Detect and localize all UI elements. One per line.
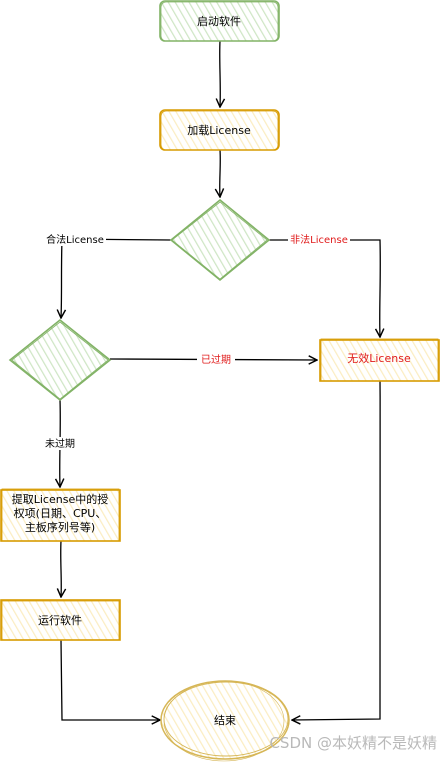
node-extract-line3: 主板序列号等) [25,520,95,534]
decision-expiry [8,318,112,402]
node-invalid-license-label: 无效License [347,351,411,365]
label-not-expired: 未过期 [45,437,75,450]
edge-run-to-end [60,639,160,720]
edge-extract-to-run [61,540,62,597]
edge-invalid-to-end [292,380,381,720]
node-run-software: 运行软件 [0,599,121,641]
label-illegal-license: 非法License [290,233,348,246]
edge-start-to-load [220,40,221,107]
node-start-label: 启动软件 [197,14,241,28]
label-valid-license: 合法License [46,233,104,246]
node-extract-authorization: 提取License中的授 权项(日期、CPU、 主板序列号等) [0,488,121,542]
edge-illegal-license [269,239,380,337]
node-start: 启动软件 [159,0,280,42]
node-invalid-license: 无效License [319,338,440,382]
node-extract-line2: 权项(日期、CPU、 [14,507,107,520]
node-extract-line1: 提取License中的授 [12,492,108,506]
label-expired: 已过期 [201,353,231,366]
watermark: CSDN @本妖精不是妖精 [269,734,437,752]
node-load-license-label: 加载License [187,124,251,137]
edge-valid-license [61,238,172,318]
edge-load-to-decision [220,149,221,197]
node-end-label: 结束 [214,714,236,727]
node-run-software-label: 运行软件 [38,613,82,627]
node-load-license: 加载License [159,109,280,151]
decision-license-validity [169,198,271,282]
node-end: 结束 [160,680,290,762]
